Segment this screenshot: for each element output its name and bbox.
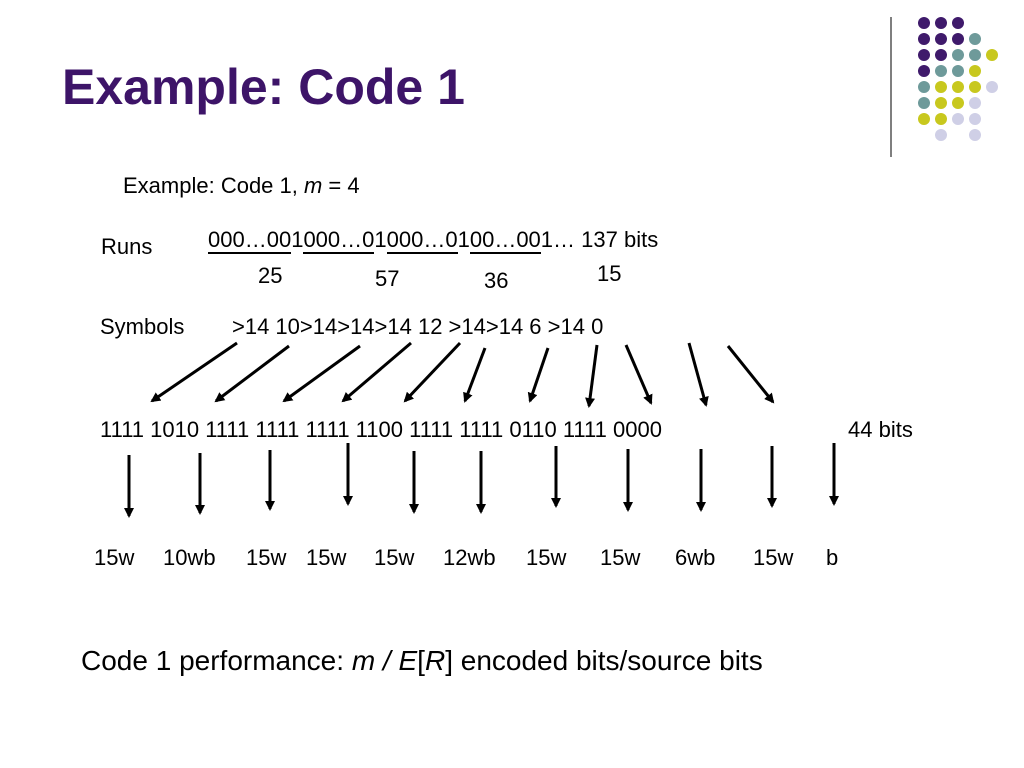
- dot: [918, 49, 930, 61]
- dot: [935, 65, 947, 77]
- decoded-item: 15w: [306, 545, 347, 570]
- decoded-item: 6wb: [675, 545, 716, 570]
- dot: [952, 65, 964, 77]
- example-line: Example: Code 1, m = 4: [123, 173, 360, 199]
- performance-line: Code 1 performance: m / E[R] encoded bit…: [81, 645, 763, 677]
- dot: [969, 65, 981, 77]
- run-segment: 000…0: [386, 227, 458, 254]
- dot: [969, 129, 981, 141]
- run-separator: 1: [291, 227, 304, 252]
- run-separator: 1: [374, 227, 387, 252]
- dot: [969, 81, 981, 93]
- example-m: m: [303, 173, 323, 198]
- run-length: 25: [258, 263, 283, 288]
- codeword-sequence: 1111 1010 1111 1111 1111 1100 1111 1111 …: [100, 417, 662, 442]
- dot: [969, 49, 981, 61]
- mapping-arrow: [585, 344, 599, 408]
- slide-title: Example: Code 1: [62, 59, 465, 115]
- performance-R: R: [424, 645, 446, 676]
- dot: [918, 97, 930, 109]
- decoded-item: 15w: [753, 545, 794, 570]
- dot: [952, 81, 964, 93]
- mapping-arrow: [403, 341, 462, 403]
- dot: [935, 129, 947, 141]
- run-segment: 000…0: [303, 227, 375, 254]
- dot: [935, 113, 947, 125]
- performance-prefix: Code 1 performance:: [81, 645, 352, 676]
- mapping-arrow: [341, 341, 412, 403]
- run-length: 36: [484, 268, 509, 293]
- mapping-arrow: [624, 344, 653, 405]
- example-suffix: = 4: [322, 173, 360, 198]
- mapping-arrow: [527, 347, 550, 403]
- dot: [935, 17, 947, 29]
- performance-bracket: [: [417, 645, 425, 676]
- run-segment: 00…00: [469, 227, 541, 254]
- dot: [952, 17, 964, 29]
- mapping-arrow: [726, 345, 775, 404]
- codeword-bits: 44 bits: [848, 417, 913, 442]
- decoded-item: 15w: [600, 545, 641, 570]
- mapping-arrow: [150, 341, 238, 403]
- mapping-arrow: [282, 344, 361, 403]
- mapping-arrow: [687, 342, 709, 407]
- dot: [935, 81, 947, 93]
- symbols-label: Symbols: [100, 314, 185, 339]
- decoded-item: 15w: [246, 545, 287, 570]
- dot: [969, 97, 981, 109]
- dot: [918, 33, 930, 45]
- decoded-item: b: [826, 545, 839, 570]
- mapping-arrow: [463, 347, 487, 403]
- dot: [935, 49, 947, 61]
- decoded-item: 15w: [374, 545, 415, 570]
- decoded-item: 12wb: [443, 545, 496, 570]
- dot: [952, 97, 964, 109]
- performance-suffix: ] encoded bits/source bits: [445, 645, 763, 676]
- divider-line: [890, 17, 892, 157]
- runs-total: … 137 bits: [553, 227, 659, 252]
- dot: [952, 33, 964, 45]
- example-prefix: Example: Code 1,: [123, 173, 304, 198]
- dot: [935, 33, 947, 45]
- dot: [952, 113, 964, 125]
- decoded-item: 15w: [94, 545, 135, 570]
- dot: [986, 81, 998, 93]
- runs-sequence: 000…001000…01000…0100…001… 137 bits: [208, 227, 659, 254]
- symbols-sequence: >14 10>14>14>14 12 >14>14 6 >14 0: [232, 314, 604, 339]
- runs-label: Runs: [101, 234, 153, 259]
- performance-slash: /: [375, 645, 399, 676]
- dot: [918, 17, 930, 29]
- dot: [935, 97, 947, 109]
- dot: [918, 65, 930, 77]
- dot: [969, 113, 981, 125]
- run-separator: 1: [540, 227, 554, 252]
- run-length: 15: [597, 261, 622, 286]
- dot: [918, 81, 930, 93]
- decoded-item: 10wb: [163, 545, 216, 570]
- dot: [986, 49, 998, 61]
- performance-E: E: [398, 645, 418, 676]
- performance-m: m: [351, 645, 376, 676]
- dot: [952, 49, 964, 61]
- dot: [969, 33, 981, 45]
- dot: [918, 113, 930, 125]
- run-segment: 000…00: [208, 227, 292, 254]
- run-separator: 1: [457, 227, 470, 252]
- decoded-item: 15w: [526, 545, 567, 570]
- run-length: 57: [375, 266, 400, 291]
- mapping-arrow: [214, 344, 290, 403]
